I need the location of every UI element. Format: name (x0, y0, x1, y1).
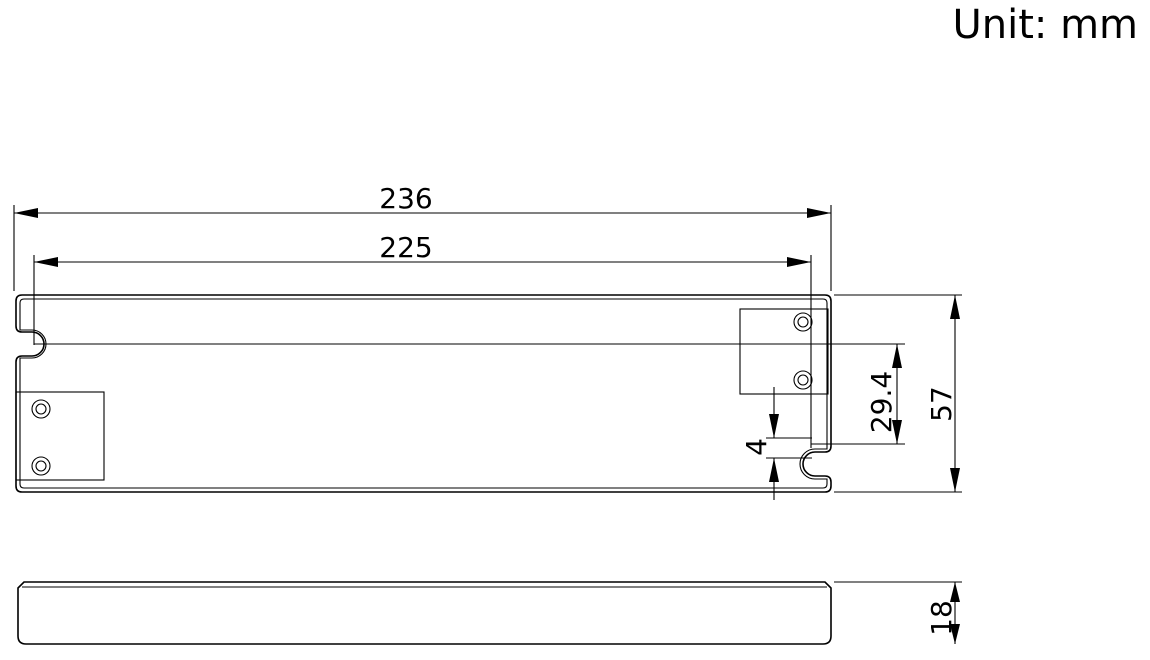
right-terminal-block (739, 308, 829, 395)
dimension-29-4-label: 29.4 (865, 371, 898, 433)
dimension-236-label: 236 (379, 182, 432, 215)
dimension-overall-length: 236 (13, 182, 832, 291)
dimension-225-label: 225 (379, 231, 432, 264)
dimension-18-label: 18 (925, 600, 958, 636)
dimension-57-label: 57 (925, 386, 958, 422)
side-view-housing (17, 581, 832, 645)
dimension-slot-offset: 4 (740, 387, 812, 500)
top-view-housing (15, 294, 832, 493)
dimension-hole-offset: 29.4 (34, 343, 905, 445)
dimension-4-label: 4 (740, 438, 773, 456)
dimension-overall-width: 57 (834, 294, 962, 493)
dimension-height: 18 (834, 581, 962, 644)
unit-label: Unit: mm (952, 2, 1138, 48)
left-terminal-block (15, 391, 105, 481)
dimension-hole-spacing: 225 (33, 231, 812, 448)
